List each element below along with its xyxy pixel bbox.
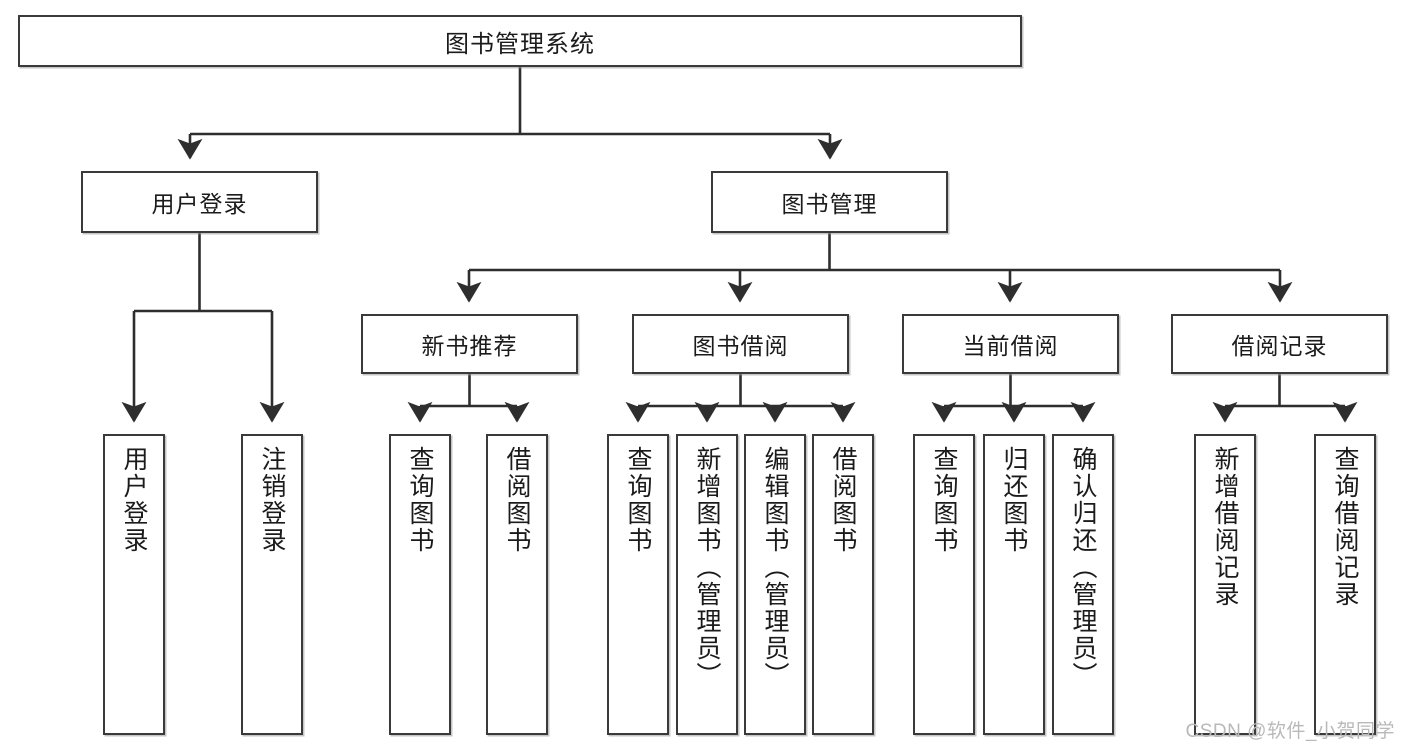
node-root-system[interactable]: 图书管理系统 — [18, 15, 1022, 67]
node-label: 查询图书 — [406, 446, 434, 554]
node-leaf-current-query-book[interactable]: 查询图书 — [913, 434, 975, 735]
node-leaf-borrow-borrow-book[interactable]: 借阅图书 — [812, 434, 874, 735]
node-label: 借阅记录 — [1231, 333, 1328, 359]
node-leaf-recommend-query-book[interactable]: 查询图书 — [389, 434, 451, 735]
node-leaf-borrow-edit-book-admin[interactable]: 编辑图书（管理员） — [744, 434, 806, 735]
node-leaf-current-return-book[interactable]: 归还图书 — [983, 434, 1045, 735]
node-new-book-recommend[interactable]: 新书推荐 — [361, 314, 578, 374]
node-label: 图书借阅 — [692, 333, 789, 359]
node-leaf-recommend-borrow-book[interactable]: 借阅图书 — [486, 434, 548, 735]
node-label: 图书管理系统 — [445, 30, 595, 58]
node-label: 借阅图书 — [829, 446, 857, 554]
node-label: 借阅图书 — [503, 446, 531, 554]
node-leaf-borrow-add-book-admin[interactable]: 新增图书（管理员） — [676, 434, 738, 735]
node-leaf-user-logout[interactable]: 注销登录 — [241, 434, 303, 735]
node-label: 用户登录 — [120, 446, 148, 554]
node-label: 图书管理 — [781, 191, 878, 217]
watermark: CSDN @软件_小贺同学 — [1185, 721, 1395, 742]
node-current-borrow[interactable]: 当前借阅 — [902, 314, 1119, 374]
node-user-login[interactable]: 用户登录 — [81, 171, 318, 233]
node-leaf-user-login[interactable]: 用户登录 — [103, 434, 165, 735]
node-leaf-record-query[interactable]: 查询借阅记录 — [1314, 434, 1376, 735]
node-label: 确认归还（管理员） — [1069, 446, 1097, 689]
node-label: 查询借阅记录 — [1331, 446, 1359, 608]
node-leaf-current-confirm-return-admin[interactable]: 确认归还（管理员） — [1052, 434, 1114, 735]
node-label: 新书推荐 — [421, 333, 518, 359]
node-label: 用户登录 — [151, 191, 248, 217]
node-label: 查询图书 — [624, 446, 652, 554]
node-borrow-record[interactable]: 借阅记录 — [1171, 314, 1388, 374]
node-leaf-record-add[interactable]: 新增借阅记录 — [1194, 434, 1256, 735]
node-label: 注销登录 — [258, 446, 286, 554]
node-book-management[interactable]: 图书管理 — [711, 171, 948, 233]
node-label: 新增图书（管理员） — [693, 446, 721, 689]
node-label: 查询图书 — [930, 446, 958, 554]
node-label: 新增借阅记录 — [1211, 446, 1239, 608]
node-label: 当前借阅 — [962, 333, 1059, 359]
node-label: 编辑图书（管理员） — [761, 446, 789, 689]
node-book-borrow[interactable]: 图书借阅 — [632, 314, 849, 374]
node-leaf-borrow-query-book[interactable]: 查询图书 — [607, 434, 669, 735]
node-label: 归还图书 — [1000, 446, 1028, 554]
